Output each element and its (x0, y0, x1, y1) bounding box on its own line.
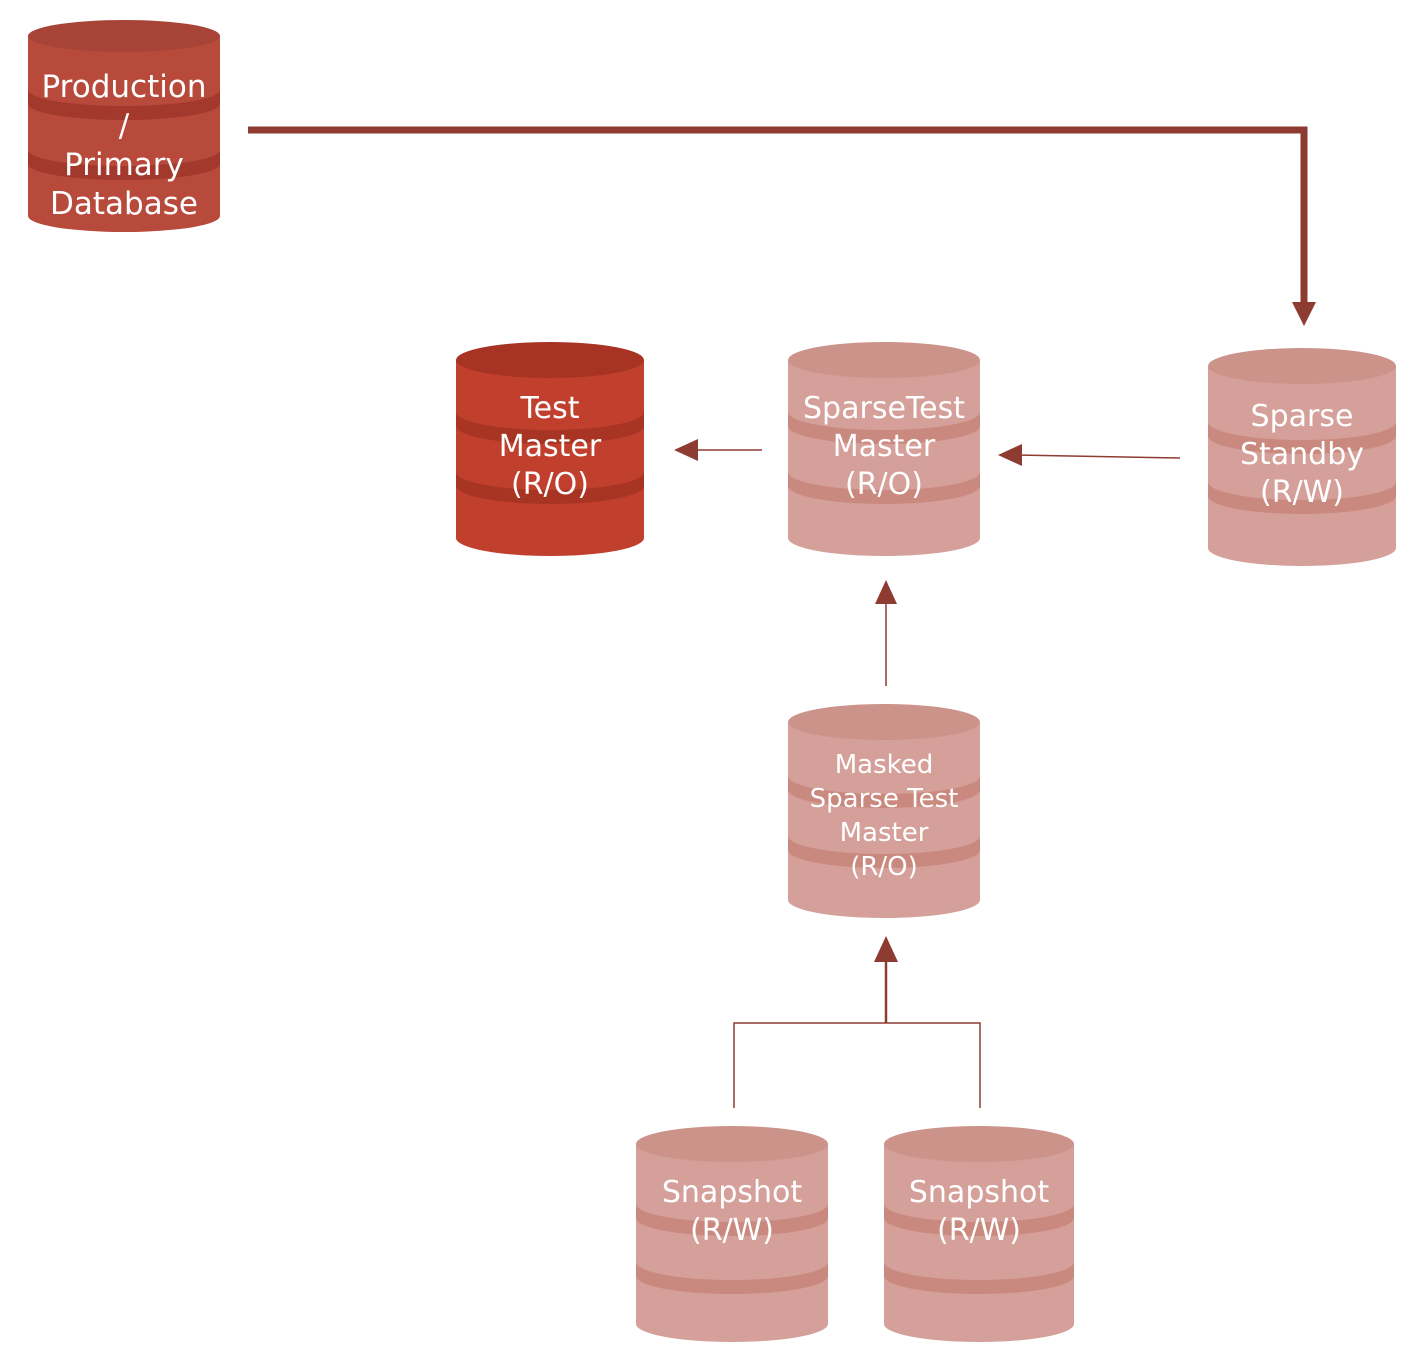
test-master-database[interactable]: Test Master (R/O) (454, 340, 646, 558)
test-master-label-line3: (R/O) (511, 467, 589, 502)
arrow-masked-to-sparse-test-master (875, 580, 897, 686)
sparse-standby-database[interactable]: Sparse Standby (R/W) (1206, 346, 1398, 568)
database-cylinder-icon (884, 1126, 1074, 1342)
sparse-test-master-label-line3: (R/O) (845, 467, 923, 502)
sparse-standby-label-line3: (R/W) (1259, 475, 1345, 510)
masked-label-line4: (R/O) (850, 852, 918, 882)
sparse-standby-label-line2: Standby (1239, 437, 1365, 472)
arrow-snapshots-to-masked (733, 936, 981, 1108)
snapshot-2-label-line1: Snapshot (908, 1175, 1050, 1210)
database-cylinder-icon (636, 1126, 828, 1342)
database-cylinder-icon (28, 20, 220, 232)
snapshot-2-label-line2: (R/W) (936, 1213, 1022, 1248)
database-cylinder-icon (1208, 348, 1396, 566)
database-cylinder-icon (788, 342, 980, 556)
masked-sparse-test-master-database[interactable]: Masked Sparse Test Master (R/O) (786, 702, 982, 920)
sparse-test-master-label-line2: Master (832, 429, 936, 464)
masked-label-line3: Master (839, 818, 929, 848)
snapshot-database-2[interactable]: Snapshot (R/W) (882, 1122, 1076, 1344)
arrow-sparse-standby-to-sparse-test-master (998, 444, 1181, 466)
sparse-test-master-label-line1: SparseTest (803, 391, 965, 426)
arrow-sparse-test-master-to-test-master (674, 439, 762, 461)
snapshot-1-label-line1: Snapshot (661, 1175, 803, 1210)
sparse-standby-label-line1: Sparse (1250, 399, 1354, 434)
snapshot-1-label-line2: (R/W) (689, 1213, 775, 1248)
test-master-label-line1: Test (520, 391, 580, 426)
database-cylinder-icon (788, 704, 980, 918)
masked-label-line2: Sparse Test (809, 784, 959, 814)
arrow-production-to-sparse-standby (248, 126, 1316, 326)
test-master-label-line2: Master (498, 429, 602, 464)
production-label-line3: Primary (64, 147, 184, 183)
production-label-line2: / (118, 108, 130, 144)
production-label-line4: Database (50, 186, 198, 222)
production-primary-database[interactable]: Production / Primary Database (26, 18, 222, 234)
sparse-test-master-database[interactable]: SparseTest Master (R/O) (786, 340, 982, 558)
database-cylinder-icon (456, 342, 644, 556)
production-label-line1: Production (41, 69, 207, 105)
snapshot-database-1[interactable]: Snapshot (R/W) (634, 1122, 830, 1344)
masked-label-line1: Masked (834, 750, 934, 780)
